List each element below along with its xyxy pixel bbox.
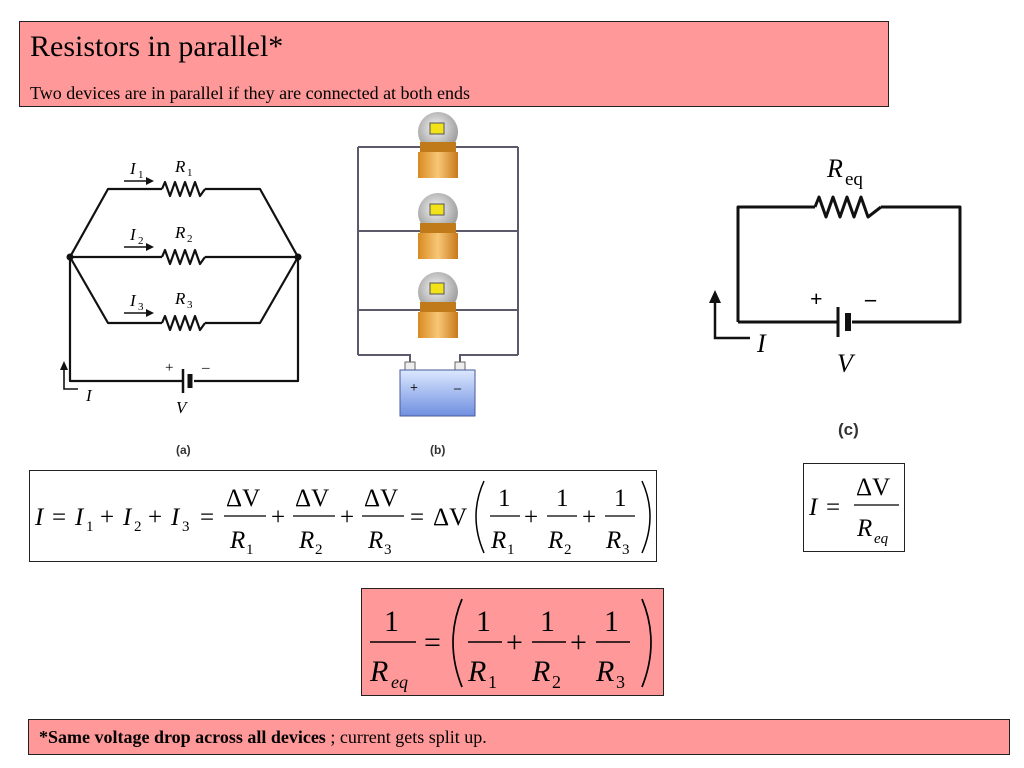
eq3-r3-sub: 3 (616, 672, 625, 692)
eq2-r: R (856, 515, 872, 542)
figure-a-label: (a) (176, 443, 191, 457)
label-r3-sub: 3 (187, 299, 193, 311)
eq1-plus-6: + (582, 504, 596, 531)
eq1-equals: = (52, 504, 66, 531)
eq1-r2b-sub: 2 (564, 542, 572, 558)
label-req: R (826, 154, 843, 183)
battery-plus-c: + (810, 286, 823, 311)
eq1-r3b-sub: 3 (622, 542, 630, 558)
eq1-dv-3: ΔV (364, 485, 398, 512)
battery-minus-c: – (864, 286, 877, 311)
bulb-2-icon (418, 193, 458, 259)
label-i2-sub: 2 (138, 235, 144, 247)
eq1-plus-4: + (340, 504, 354, 531)
battery-minus-a: – (201, 360, 210, 376)
footer-note: *Same voltage drop across all devices ; … (28, 719, 1010, 755)
eq1-i1-sub: 1 (86, 519, 94, 535)
label-r1: R (174, 157, 186, 176)
figure-b-bulbs-circuit: + – (357, 112, 519, 417)
eq1-r3: R (367, 527, 383, 554)
eq3-r2: R (531, 655, 550, 688)
eq3-r3: R (595, 655, 614, 688)
eq1-r3b: R (605, 527, 621, 554)
label-i3: I (129, 291, 137, 310)
label-r1-sub: 1 (187, 167, 193, 179)
eq3-r1-sub: 1 (488, 672, 497, 692)
eq1-r3-sub: 3 (384, 542, 392, 558)
title-box: Resistors in parallel* Two devices are i… (19, 21, 889, 107)
figure-c-equivalent-circuit: R eq + – I V (709, 154, 962, 378)
eq1-plus-2: + (148, 504, 162, 531)
eq1-i2: I (122, 504, 133, 531)
eq2-dv: ΔV (856, 474, 890, 501)
slide-subtitle: Two devices are in parallel if they are … (30, 83, 471, 103)
eq1-i1: I (74, 504, 85, 531)
bulb-1-icon (418, 112, 458, 178)
eq3-plus-1: + (506, 626, 523, 659)
label-r3: R (174, 289, 186, 308)
label-r2-sub: 2 (187, 233, 193, 245)
eq1-r1: R (229, 527, 245, 554)
eq1-i2-sub: 2 (134, 519, 142, 535)
eq2-r-sub: eq (874, 531, 889, 547)
label-req-sub: eq (845, 169, 863, 190)
eq3-one-2: 1 (540, 605, 555, 638)
eq3-one-1: 1 (476, 605, 491, 638)
current-sum-equation: I = I 1 + I 2 + I 3 = ΔV R 1 + ΔV R 2 + … (29, 470, 657, 562)
eq3-one-3: 1 (604, 605, 619, 638)
label-i3-sub: 3 (138, 301, 144, 313)
eq1-i: I (34, 504, 45, 531)
label-i1-sub: 1 (138, 169, 144, 181)
eq3-r-left-sub: eq (391, 672, 408, 692)
eq2-i: I (808, 494, 819, 521)
ohm-equation: I = ΔV R eq (803, 463, 905, 552)
eq3-r2-sub: 2 (552, 672, 561, 692)
eq3-r1: R (467, 655, 486, 688)
eq1-equals-3: = (410, 504, 424, 531)
battery-plus-b: + (410, 381, 418, 396)
battery-minus-b: – (453, 381, 462, 396)
eq1-r1b-sub: 1 (507, 542, 515, 558)
footer-rest: ; current gets split up. (325, 727, 487, 747)
eq1-r2-sub: 2 (315, 542, 323, 558)
req-equation: 1 R eq = 1 R 1 + 1 R 2 + 1 R 3 (361, 588, 664, 696)
eq1-plus-3: + (271, 504, 285, 531)
battery-plus-a: + (165, 360, 173, 376)
eq1-dv-1: ΔV (226, 485, 260, 512)
eq3-one-left: 1 (384, 605, 399, 638)
figure-b-label: (b) (430, 443, 446, 457)
figure-c-label: (c) (838, 420, 859, 439)
eq1-r1-sub: 1 (246, 542, 254, 558)
eq2-equals: = (826, 494, 840, 521)
eq1-plus-1: + (100, 504, 114, 531)
eq1-dv-2: ΔV (295, 485, 329, 512)
battery-icon (399, 361, 476, 417)
label-total-current: I (85, 386, 93, 405)
eq1-r2: R (298, 527, 314, 554)
label-voltage-c: V (837, 349, 856, 378)
eq1-equals-2: = (200, 504, 214, 531)
eq1-r1b: R (490, 527, 506, 554)
eq1-i3-sub: 3 (182, 519, 190, 535)
figure-a-parallel-circuit: I 1 R 1 I 2 R 2 I 3 R 3 + – I V (60, 157, 302, 417)
label-current-c: I (756, 329, 767, 358)
label-r2: R (174, 223, 186, 242)
label-i2: I (129, 225, 137, 244)
eq1-dv-factor: ΔV (433, 504, 467, 531)
eq3-r-left: R (369, 655, 388, 688)
label-voltage-a: V (176, 398, 189, 417)
eq1-r2b: R (547, 527, 563, 554)
footer-bold: *Same voltage drop across all devices (39, 727, 326, 747)
eq1-one-1: 1 (498, 485, 511, 512)
eq1-i3: I (170, 504, 181, 531)
bulb-3-icon (418, 272, 458, 338)
eq3-equals: = (424, 626, 441, 659)
eq1-plus-5: + (524, 504, 538, 531)
label-i1: I (129, 159, 137, 178)
eq3-plus-2: + (570, 626, 587, 659)
eq1-one-3: 1 (614, 485, 627, 512)
eq1-one-2: 1 (556, 485, 569, 512)
slide-title: Resistors in parallel* (30, 30, 284, 63)
